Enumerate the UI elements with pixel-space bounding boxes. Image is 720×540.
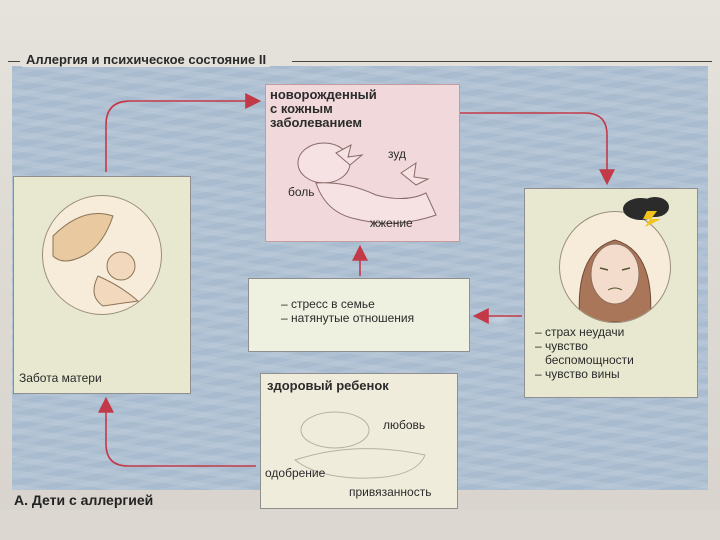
crying-baby-illustration [276,133,446,233]
newborn-box: новорожденный с кожным заболеванием зуд … [265,84,460,242]
symptom-pain: боль [288,185,315,199]
healthy-child-box: здоровый ребенок любовь одобрение привяз… [260,373,458,509]
mother-state-item-3: беспомощности [545,353,634,367]
arrow-healthy-to-mother [106,400,256,466]
mother-care-caption: Забота матери [19,371,102,385]
page-bottom-band [0,510,720,540]
symptom-itch: зуд [388,147,406,161]
word-attachment: привязанность [349,485,431,499]
mother-state-item-4: – чувство вины [535,367,620,381]
section-label: А. Дети с аллергией [14,492,153,508]
mother-state-box: – страх неудачи – чувство беспомощности … [524,188,698,398]
mother-care-box: Забота матери [13,176,191,394]
worried-mother-illustration [559,211,671,323]
arrow-newborn-to-mother-state [460,113,607,182]
storm-cloud-icon [617,193,677,227]
newborn-heading-3: заболеванием [270,115,362,130]
word-approval: одобрение [265,466,325,480]
healthy-heading: здоровый ребенок [267,378,389,393]
symptom-burning: жжение [370,216,413,230]
mother-state-item-1: – страх неудачи [535,325,624,339]
stress-item-1: – стресс в семье [281,297,375,311]
mother-state-item-2: – чувство [535,339,588,353]
stress-item-2: – натянутые отношения [281,311,414,325]
newborn-heading-2: с кожным [270,101,333,116]
newborn-heading-1: новорожденный [270,87,377,102]
arrow-mother-to-newborn [106,101,258,172]
word-love: любовь [383,418,425,432]
mother-child-illustration [42,195,162,315]
family-stress-box: – стресс в семье – натянутые отношения [248,278,470,352]
